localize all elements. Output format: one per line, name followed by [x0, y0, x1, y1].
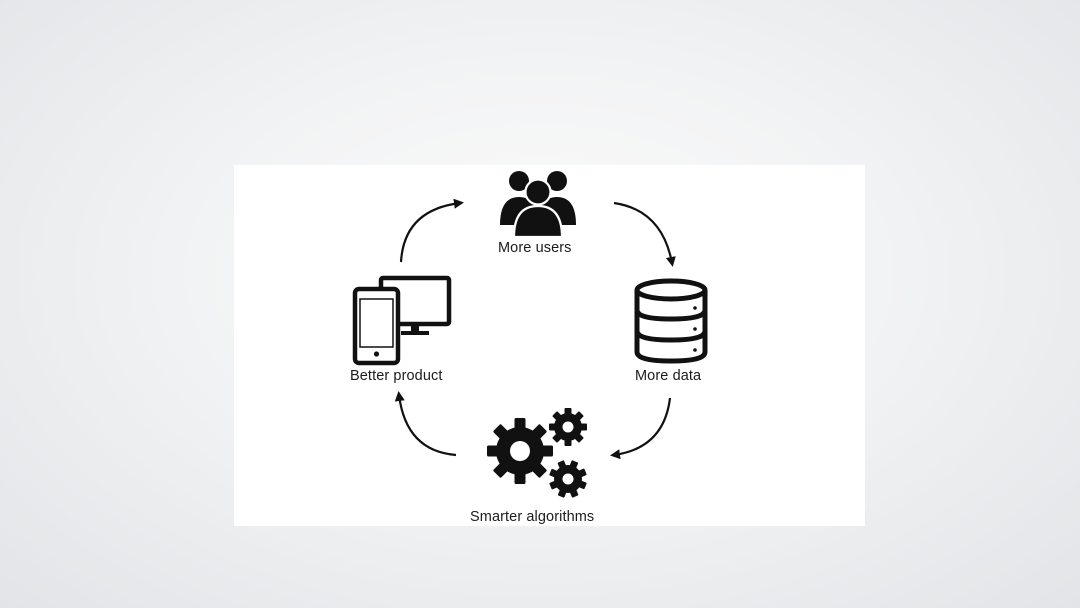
arrow-product-to-users [399, 198, 464, 263]
node-label-product: Better product [350, 368, 443, 384]
gears-icon [487, 408, 587, 498]
cycle-diagram: More users More data Better product Smar… [234, 165, 865, 526]
node-label-data: More data [635, 368, 702, 384]
arrow-data-to-algorithms [610, 397, 672, 460]
arrow-users-to-data [613, 201, 676, 267]
devices-icon [352, 275, 452, 366]
users-group-icon [500, 171, 576, 239]
diagram-canvas [352, 171, 708, 498]
node-label-users: More users [498, 240, 572, 256]
arrow-algorithms-to-product [394, 391, 457, 457]
node-label-algorithms: Smarter algorithms [470, 509, 595, 525]
database-icon [634, 278, 708, 364]
